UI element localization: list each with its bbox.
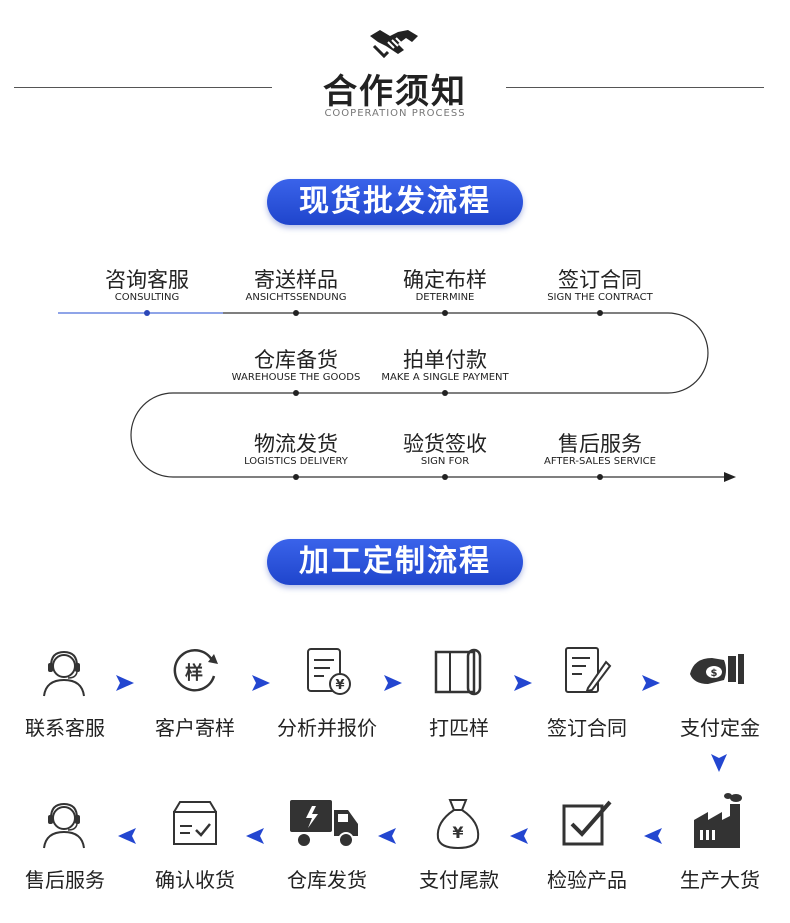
custom-step-label: 支付定金 (680, 716, 760, 740)
arrow-right-icon (642, 675, 660, 691)
money-bag-icon: ¥ (436, 799, 480, 850)
step-label: 拍单付款 (403, 348, 487, 372)
arrow-left-icon (118, 828, 136, 844)
header-left-line (14, 87, 272, 88)
custom-step-label: 确认收货 (155, 868, 235, 892)
step-sublabel: ANSICHTSSENDUNG (245, 292, 347, 303)
custom-step-label: 售后服务 (25, 868, 105, 892)
step-sublabel: CONSULTING (114, 292, 180, 303)
package-check-icon (173, 801, 217, 845)
step-sublabel: SIGN THE CONTRACT (547, 292, 653, 303)
svg-text:¥: ¥ (452, 823, 463, 842)
arrow-left-icon (378, 828, 396, 844)
customer-service-icon (43, 802, 85, 849)
step-label: 签订合同 (558, 268, 642, 292)
custom-step-label: 打匹样 (429, 716, 489, 740)
step-determine: 确定布样 DETERMINE (365, 268, 525, 304)
svg-text:¥: ¥ (335, 678, 344, 693)
arrow-right-icon (384, 675, 402, 691)
step-label: 确定布样 (403, 268, 487, 292)
step-label: 仓库备货 (254, 348, 338, 372)
section-title-custom: 加工定制流程 (267, 539, 523, 585)
step-label: 寄送样品 (254, 268, 338, 292)
step-sign-contract: 签订合同 SIGN THE CONTRACT (520, 268, 680, 304)
step-sublabel: AFTER-SALES SERVICE (544, 456, 656, 467)
svg-text:样: 样 (185, 662, 203, 684)
truck-icon (290, 800, 358, 848)
step-sublabel: SIGN FOR (420, 456, 470, 467)
custom-step-label: 分析并报价 (277, 716, 377, 740)
header-right-line (506, 87, 764, 88)
arrow-left-icon (246, 828, 264, 844)
step-sublabel: MAKE A SINGLE PAYMENT (381, 372, 509, 383)
step-send-sample: 寄送样品 ANSICHTSSENDUNG (216, 268, 376, 304)
arrow-left-icon (644, 828, 662, 844)
step-label: 验货签收 (403, 432, 487, 456)
custom-step-label: 生产大货 (680, 868, 760, 892)
arrow-right-icon (252, 675, 270, 691)
custom-step-label: 仓库发货 (287, 868, 367, 892)
factory-icon (694, 793, 742, 848)
deposit-icon: $ (690, 654, 744, 684)
step-warehouse: 仓库备货 WAREHOUSE THE GOODS (216, 348, 376, 384)
arrow-right-icon (116, 675, 134, 691)
sample-icon: 样 (173, 649, 218, 692)
customer-service-icon (43, 650, 85, 697)
section-title-wholesale: 现货批发流程 (267, 179, 523, 225)
step-consulting: 咨询客服 CONSULTING (67, 268, 227, 304)
fabric-roll-icon (434, 648, 482, 696)
quote-icon: ¥ (307, 648, 351, 695)
handshake-icon (370, 30, 418, 59)
custom-step-label: 支付尾款 (419, 868, 499, 892)
step-logistics: 物流发货 LOGISTICS DELIVERY (216, 432, 376, 468)
arrow-left-icon (510, 828, 528, 844)
contract-icon (565, 647, 612, 693)
custom-step-label: 签订合同 (547, 716, 627, 740)
step-payment: 拍单付款 MAKE A SINGLE PAYMENT (365, 348, 525, 384)
arrow-down-icon (711, 754, 727, 772)
step-after-sales: 售后服务 AFTER-SALES SERVICE (520, 432, 680, 468)
custom-step-label: 客户寄样 (155, 716, 235, 740)
checkbox-icon (562, 800, 612, 846)
svg-text:$: $ (711, 668, 718, 679)
step-sign-for: 验货签收 SIGN FOR (365, 432, 525, 468)
page-title: 合作须知 (323, 72, 467, 112)
page-subtitle: COOPERATION PROCESS (324, 108, 466, 119)
step-label: 物流发货 (254, 432, 338, 456)
step-sublabel: DETERMINE (415, 292, 475, 303)
custom-step-label: 检验产品 (547, 868, 627, 892)
step-label: 咨询客服 (105, 268, 189, 292)
arrow-right-icon (514, 675, 532, 691)
step-label: 售后服务 (558, 432, 642, 456)
custom-step-label: 联系客服 (25, 716, 105, 740)
step-sublabel: LOGISTICS DELIVERY (244, 456, 348, 467)
step-sublabel: WAREHOUSE THE GOODS (231, 372, 361, 383)
